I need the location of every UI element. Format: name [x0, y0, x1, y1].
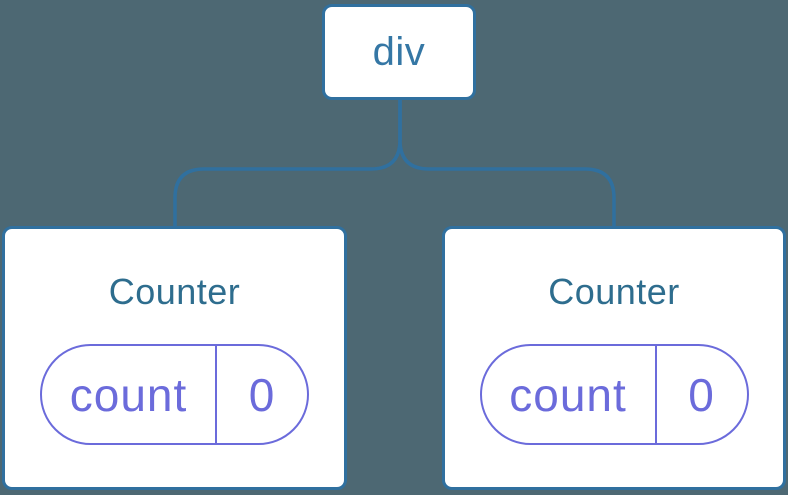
state-value-cell: 0 — [657, 346, 747, 443]
state-key-label: count — [509, 368, 627, 421]
state-pill: count 0 — [40, 344, 309, 446]
counter-node-title: Counter — [548, 271, 680, 312]
state-key-label: count — [69, 368, 188, 421]
state-pill: count 0 — [479, 344, 749, 446]
counter-node-title: Counter — [108, 271, 241, 312]
state-key-cell: count — [42, 346, 217, 444]
counter-node-left: Counter count 0 — [2, 226, 347, 490]
root-node: div — [322, 4, 476, 100]
root-node-label: div — [372, 29, 426, 74]
state-value-label: 0 — [248, 368, 276, 421]
connector-left-branch — [173, 99, 402, 229]
state-value-label: 0 — [688, 368, 715, 421]
counter-node-right: Counter count 0 — [442, 226, 786, 490]
state-key-cell: count — [482, 346, 657, 444]
state-value-cell: 0 — [217, 346, 307, 443]
connector-right-branch — [398, 99, 616, 229]
